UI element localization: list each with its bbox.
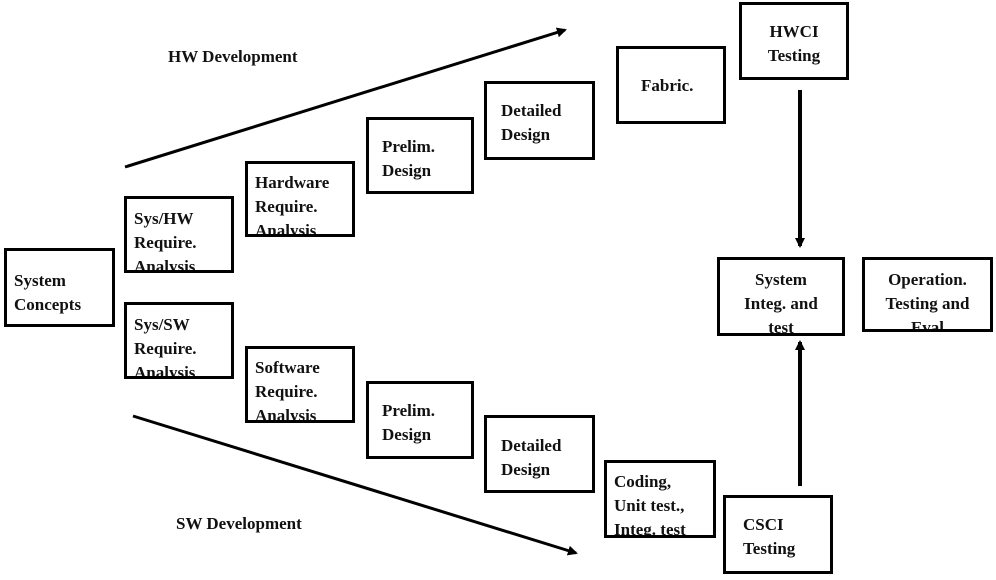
sys-hw-require-box: Sys/HW Require. Analysis [124, 196, 234, 273]
sys-hw-require-text: Sys/HW Require. Analysis [134, 209, 197, 273]
system-integ-text: System Integ. and test [744, 270, 818, 336]
detailed-design-sw-text: Detailed Design [501, 436, 562, 479]
software-require-text: Software Require. Analysis [255, 358, 320, 423]
coding-text: Coding, Unit test., Integ. test [614, 472, 686, 538]
system-integ-box: System Integ. and test [717, 257, 845, 336]
sw-development-arrow [132, 414, 578, 556]
hw-development-arrow [124, 27, 567, 169]
hardware-require-box: Hardware Require. Analysis [245, 161, 355, 237]
sw-development-label: SW Development [176, 514, 302, 533]
sys-sw-require-box: Sys/SW Require. Analysis [124, 302, 234, 379]
fabric-text: Fabric. [641, 76, 694, 95]
prelim-design-sw-box: Prelim. Design [366, 381, 474, 459]
detailed-design-hw-box: Detailed Design [484, 81, 595, 160]
detailed-design-hw-text: Detailed Design [501, 101, 562, 144]
prelim-design-hw-box: Prelim. Design [366, 117, 474, 194]
csci-testing-box: CSCI Testing [723, 495, 833, 574]
hardware-require-text: Hardware Require. Analysis [255, 173, 330, 237]
prelim-design-hw-text: Prelim. Design [382, 137, 436, 180]
coding-box: Coding, Unit test., Integ. test [604, 460, 716, 538]
csci-testing-text: CSCI Testing [743, 515, 796, 558]
hwci-testing-box: HWCI Testing [739, 2, 849, 80]
detailed-design-sw-box: Detailed Design [484, 415, 595, 493]
operation-box: Operation. Testing and Eval [862, 257, 993, 332]
fabric-box: Fabric. [616, 46, 726, 124]
hwci-testing-text: HWCI Testing [767, 22, 821, 65]
software-require-box: Software Require. Analysis [245, 346, 355, 423]
system-concepts-text: System Concepts [14, 271, 82, 314]
sys-sw-require-text: Sys/SW Require. Analysis [134, 315, 197, 379]
system-concepts-box: System Concepts [4, 248, 115, 327]
operation-text: Operation. Testing and Eval [885, 270, 970, 332]
hw-development-label: HW Development [168, 47, 298, 66]
prelim-design-sw-text: Prelim. Design [382, 401, 436, 444]
